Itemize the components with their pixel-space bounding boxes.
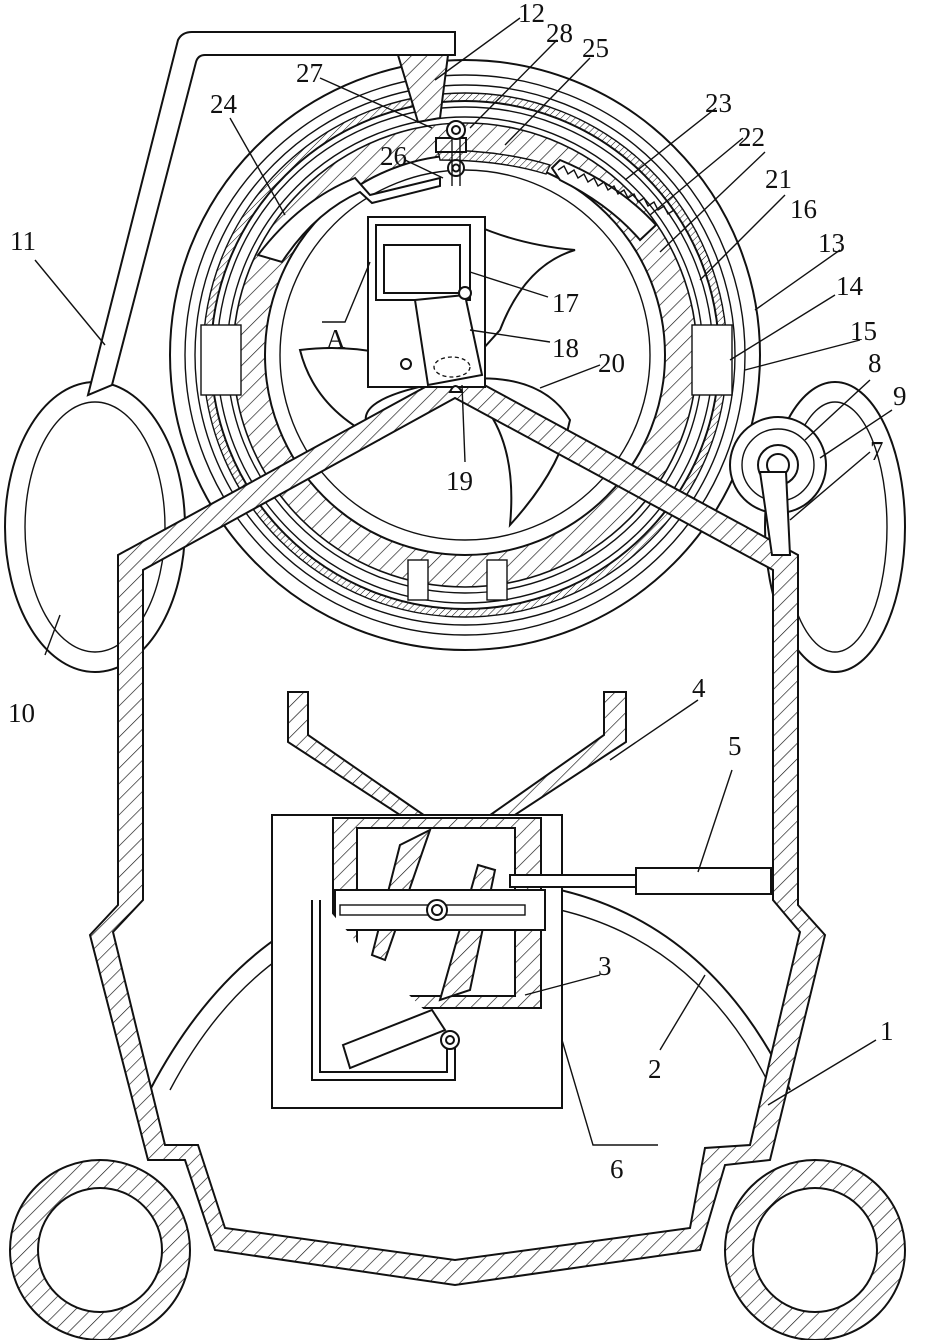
label-25: 25: [582, 33, 609, 63]
label-9: 9: [893, 381, 907, 411]
label-22: 22: [738, 122, 765, 152]
label-18: 18: [552, 333, 579, 363]
label-17: 17: [552, 288, 579, 318]
label-14: 14: [836, 271, 864, 301]
label-a: A: [326, 324, 346, 354]
label-3: 3: [598, 951, 612, 981]
label-15: 15: [850, 316, 877, 346]
label-6: 6: [610, 1154, 624, 1184]
label-23: 23: [705, 88, 732, 118]
label-11: 11: [10, 226, 36, 256]
label-21: 21: [765, 164, 792, 194]
detail-box-a: [368, 217, 485, 392]
label-24: 24: [210, 89, 238, 119]
label-20: 20: [598, 348, 625, 378]
wheel-left: [10, 1160, 190, 1340]
side-disc-left: [5, 382, 185, 672]
label-4: 4: [692, 673, 706, 703]
label-7: 7: [870, 436, 884, 466]
label-26: 26: [380, 141, 407, 171]
label-1: 1: [880, 1016, 894, 1046]
label-27: 27: [296, 58, 323, 88]
label-10: 10: [8, 698, 35, 728]
label-13: 13: [818, 228, 845, 258]
funnel: [288, 692, 626, 828]
label-16: 16: [790, 194, 817, 224]
wheel-right: [725, 1160, 905, 1340]
label-8: 8: [868, 348, 882, 378]
label-5: 5: [728, 731, 742, 761]
label-28: 28: [546, 18, 573, 48]
label-12: 12: [518, 0, 545, 28]
label-19: 19: [446, 466, 473, 496]
label-2: 2: [648, 1054, 662, 1084]
